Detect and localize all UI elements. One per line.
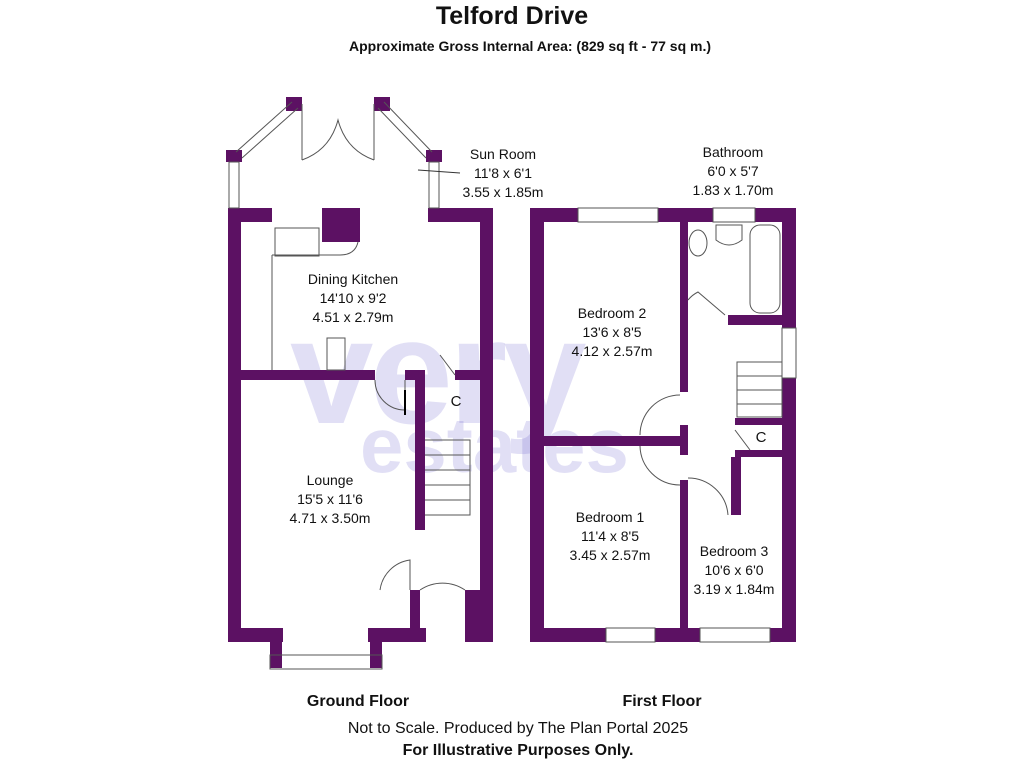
- room-label-bedroom-3: Bedroom 3 10'6 x 6'0 3.19 x 1.84m: [694, 542, 775, 599]
- room-dimensions-imperial: 14'10 x 9'2: [319, 290, 387, 306]
- room-dimensions-imperial: 11'4 x 8'5: [580, 528, 640, 544]
- room-label-sun-room: Sun Room 11'8 x 6'1 3.55 x 1.85m: [463, 145, 544, 202]
- room-dimensions-imperial: 15'5 x 11'6: [297, 491, 363, 507]
- room-label-lounge: Lounge 15'5 x 11'6 4.71 x 3.50m: [290, 471, 371, 528]
- sink-icon: [715, 224, 743, 246]
- first-floor-fixtures: [577, 207, 797, 643]
- room-name: Lounge: [306, 472, 354, 488]
- gross-area-subtitle: Approximate Gross Internal Area: (829 sq…: [348, 38, 712, 54]
- room-dimensions-imperial: 11'8 x 6'1: [473, 165, 533, 181]
- ground-floor-walls: [226, 97, 493, 668]
- footer-illustrative-note: For Illustrative Purposes Only.: [402, 742, 634, 759]
- first-floor-walls: [530, 208, 796, 642]
- bath-icon: [749, 224, 781, 314]
- room-dimensions-imperial: 13'6 x 8'5: [582, 324, 642, 340]
- footer-disclaimer: Not to Scale. Produced by The Plan Porta…: [347, 720, 689, 737]
- room-dimensions-imperial: 6'0 x 5'7: [707, 163, 759, 179]
- room-name: Bedroom 2: [577, 305, 647, 321]
- room-name: Sun Room: [469, 146, 537, 162]
- room-label-bedroom-1: Bedroom 1 11'4 x 8'5 3.45 x 2.57m: [570, 508, 651, 565]
- ground-floor-fixtures: [228, 101, 471, 670]
- first-floor-label: First Floor: [622, 693, 702, 710]
- room-label-bathroom: Bathroom 6'0 x 5'7 1.83 x 1.70m: [693, 143, 774, 200]
- page-title: Telford Drive: [435, 2, 589, 30]
- room-dimensions-metric: 3.55 x 1.85m: [462, 184, 544, 200]
- room-dimensions-metric: 1.83 x 1.70m: [692, 182, 774, 198]
- room-name: Bedroom 3: [699, 543, 769, 559]
- room-dimensions-metric: 3.19 x 1.84m: [693, 581, 775, 597]
- room-dimensions-imperial: 10'6 x 6'0: [704, 562, 764, 578]
- room-label-bedroom-2: Bedroom 2 13'6 x 8'5 4.12 x 2.57m: [572, 304, 653, 361]
- room-dimensions-metric: 4.12 x 2.57m: [571, 343, 653, 359]
- toilet-icon: [688, 229, 708, 257]
- room-label-dining-kitchen: Dining Kitchen 14'10 x 9'2 4.51 x 2.79m: [308, 270, 398, 327]
- room-dimensions-metric: 4.51 x 2.79m: [312, 309, 394, 325]
- room-name: Bedroom 1: [575, 509, 645, 525]
- room-name: Dining Kitchen: [307, 271, 399, 287]
- room-dimensions-metric: 4.71 x 3.50m: [289, 510, 371, 526]
- room-label-first-cupboard: C: [755, 429, 767, 446]
- sun-room-pointer: [417, 169, 461, 174]
- ground-floor-label: Ground Floor: [306, 693, 410, 710]
- room-label-ground-cupboard: C: [450, 393, 462, 410]
- room-dimensions-metric: 3.45 x 2.57m: [569, 547, 651, 563]
- room-name: Bathroom: [702, 144, 764, 160]
